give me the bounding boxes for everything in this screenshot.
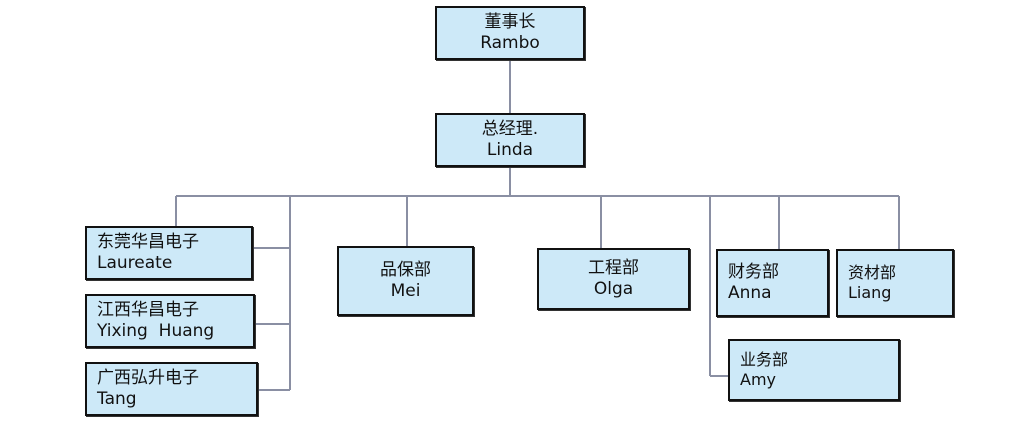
sales-dept-name: Amy (740, 370, 776, 389)
engineering-dept-title: 工程部 (588, 257, 639, 278)
subsidiary-dongguan-name: Laureate (97, 253, 173, 273)
finance-dept-title: 财务部 (728, 261, 779, 282)
subsidiary-jiangxi-title: 江西华昌电子 (97, 299, 199, 320)
subsidiary-jiangxi-name: Yixing Huang (97, 321, 215, 341)
subsidiary-guangxi-title: 广西弘升电子 (97, 367, 199, 388)
materials-dept-box: 资材部 Liang (836, 249, 954, 317)
engineering-dept-box: 工程部 Olga (537, 248, 690, 310)
subsidiary-dongguan-box: 东莞华昌电子 Laureate (85, 226, 253, 280)
general-manager-title: 总经理. (481, 118, 539, 139)
sales-dept-title: 业务部 (740, 350, 789, 369)
engineering-dept-name: Olga (593, 279, 634, 299)
general-manager-box: 总经理. Linda (435, 113, 585, 167)
general-manager-name: Linda (486, 140, 534, 160)
sales-dept-box: 业务部 Amy (728, 339, 900, 401)
finance-dept-name: Anna (728, 283, 772, 303)
materials-dept-title: 资材部 (848, 263, 897, 282)
quality-dept-box: 品保部 Mei (337, 246, 474, 316)
subsidiary-dongguan-title: 东莞华昌电子 (97, 231, 199, 252)
subsidiary-guangxi-box: 广西弘升电子 Tang (85, 362, 258, 416)
quality-dept-name: Mei (390, 281, 421, 301)
quality-dept-title: 品保部 (380, 259, 431, 280)
chairman-box: 董事长 Rambo (435, 6, 585, 60)
chairman-name: Rambo (480, 33, 540, 53)
finance-dept-box: 财务部 Anna (716, 249, 829, 317)
subsidiary-jiangxi-box: 江西华昌电子 Yixing Huang (85, 294, 255, 348)
subsidiary-guangxi-name: Tang (97, 389, 137, 409)
chairman-title: 董事长 (484, 11, 536, 32)
materials-dept-name: Liang (848, 283, 892, 302)
